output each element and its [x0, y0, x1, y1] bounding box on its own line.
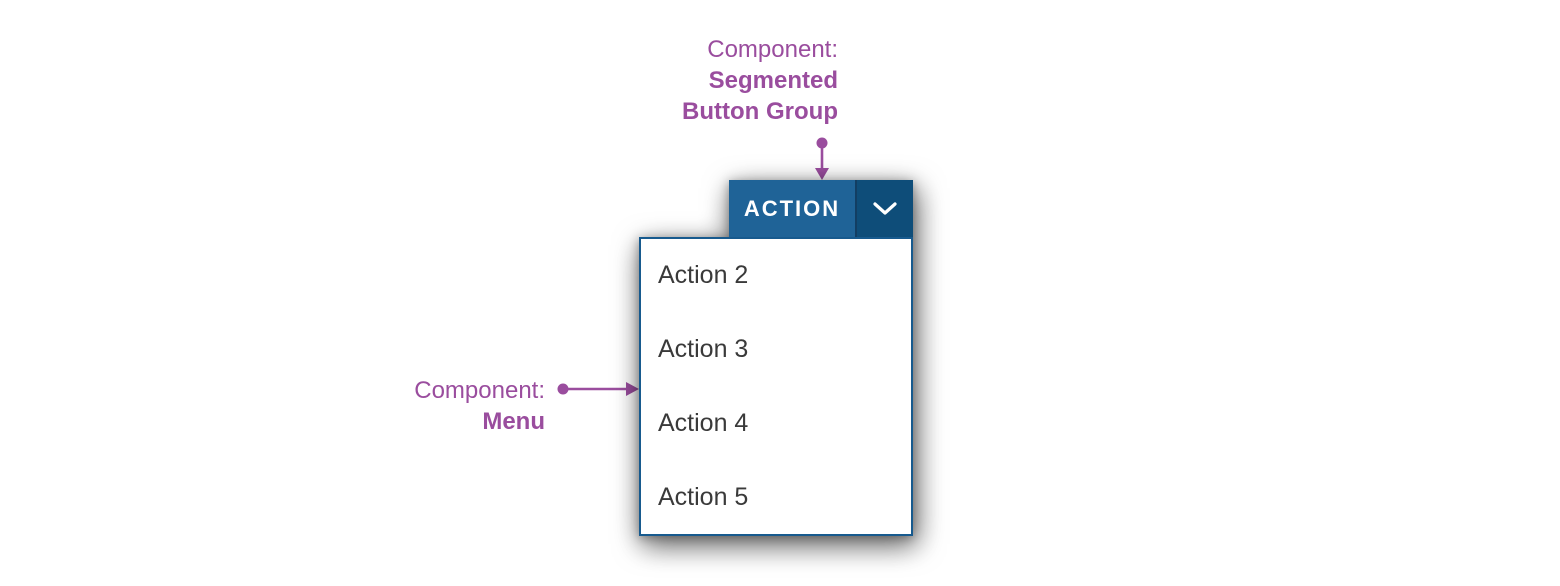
menu-item[interactable]: Action 5: [641, 460, 911, 534]
menu-item-label: Action 5: [658, 482, 749, 511]
menu-item-label: Action 2: [658, 261, 749, 290]
dropdown-menu: Action 2 Action 3 Action 4 Action 5: [639, 237, 913, 536]
menu-item-label: Action 3: [658, 335, 749, 364]
menu-item[interactable]: Action 2: [641, 239, 911, 313]
menu-toggle-button[interactable]: [855, 180, 913, 237]
menu-item[interactable]: Action 3: [641, 312, 911, 387]
annotation-line: Button Group: [682, 98, 838, 125]
annotation-segmented-button-group: Component: Segmented Button Group: [600, 34, 838, 127]
annotation-line: Component:: [414, 377, 545, 404]
segmented-button-group-with-menu: ACTION Action 2 Action 3 Action 4 Action…: [639, 180, 913, 536]
menu-item-label: Action 4: [658, 408, 749, 437]
arrow-down-icon: [815, 137, 829, 180]
annotation-line: Segmented: [708, 67, 838, 94]
arrow-right-icon: [557, 382, 639, 396]
annotation-line: Component:: [707, 36, 838, 63]
annotation-menu: Component: Menu: [345, 375, 545, 437]
chevron-down-icon: [873, 202, 897, 215]
action-button[interactable]: ACTION: [729, 180, 855, 237]
annotation-line: Menu: [482, 408, 545, 435]
action-button-label: ACTION: [743, 195, 841, 221]
segmented-button-group: ACTION: [729, 180, 913, 237]
menu-item[interactable]: Action 4: [641, 386, 911, 461]
